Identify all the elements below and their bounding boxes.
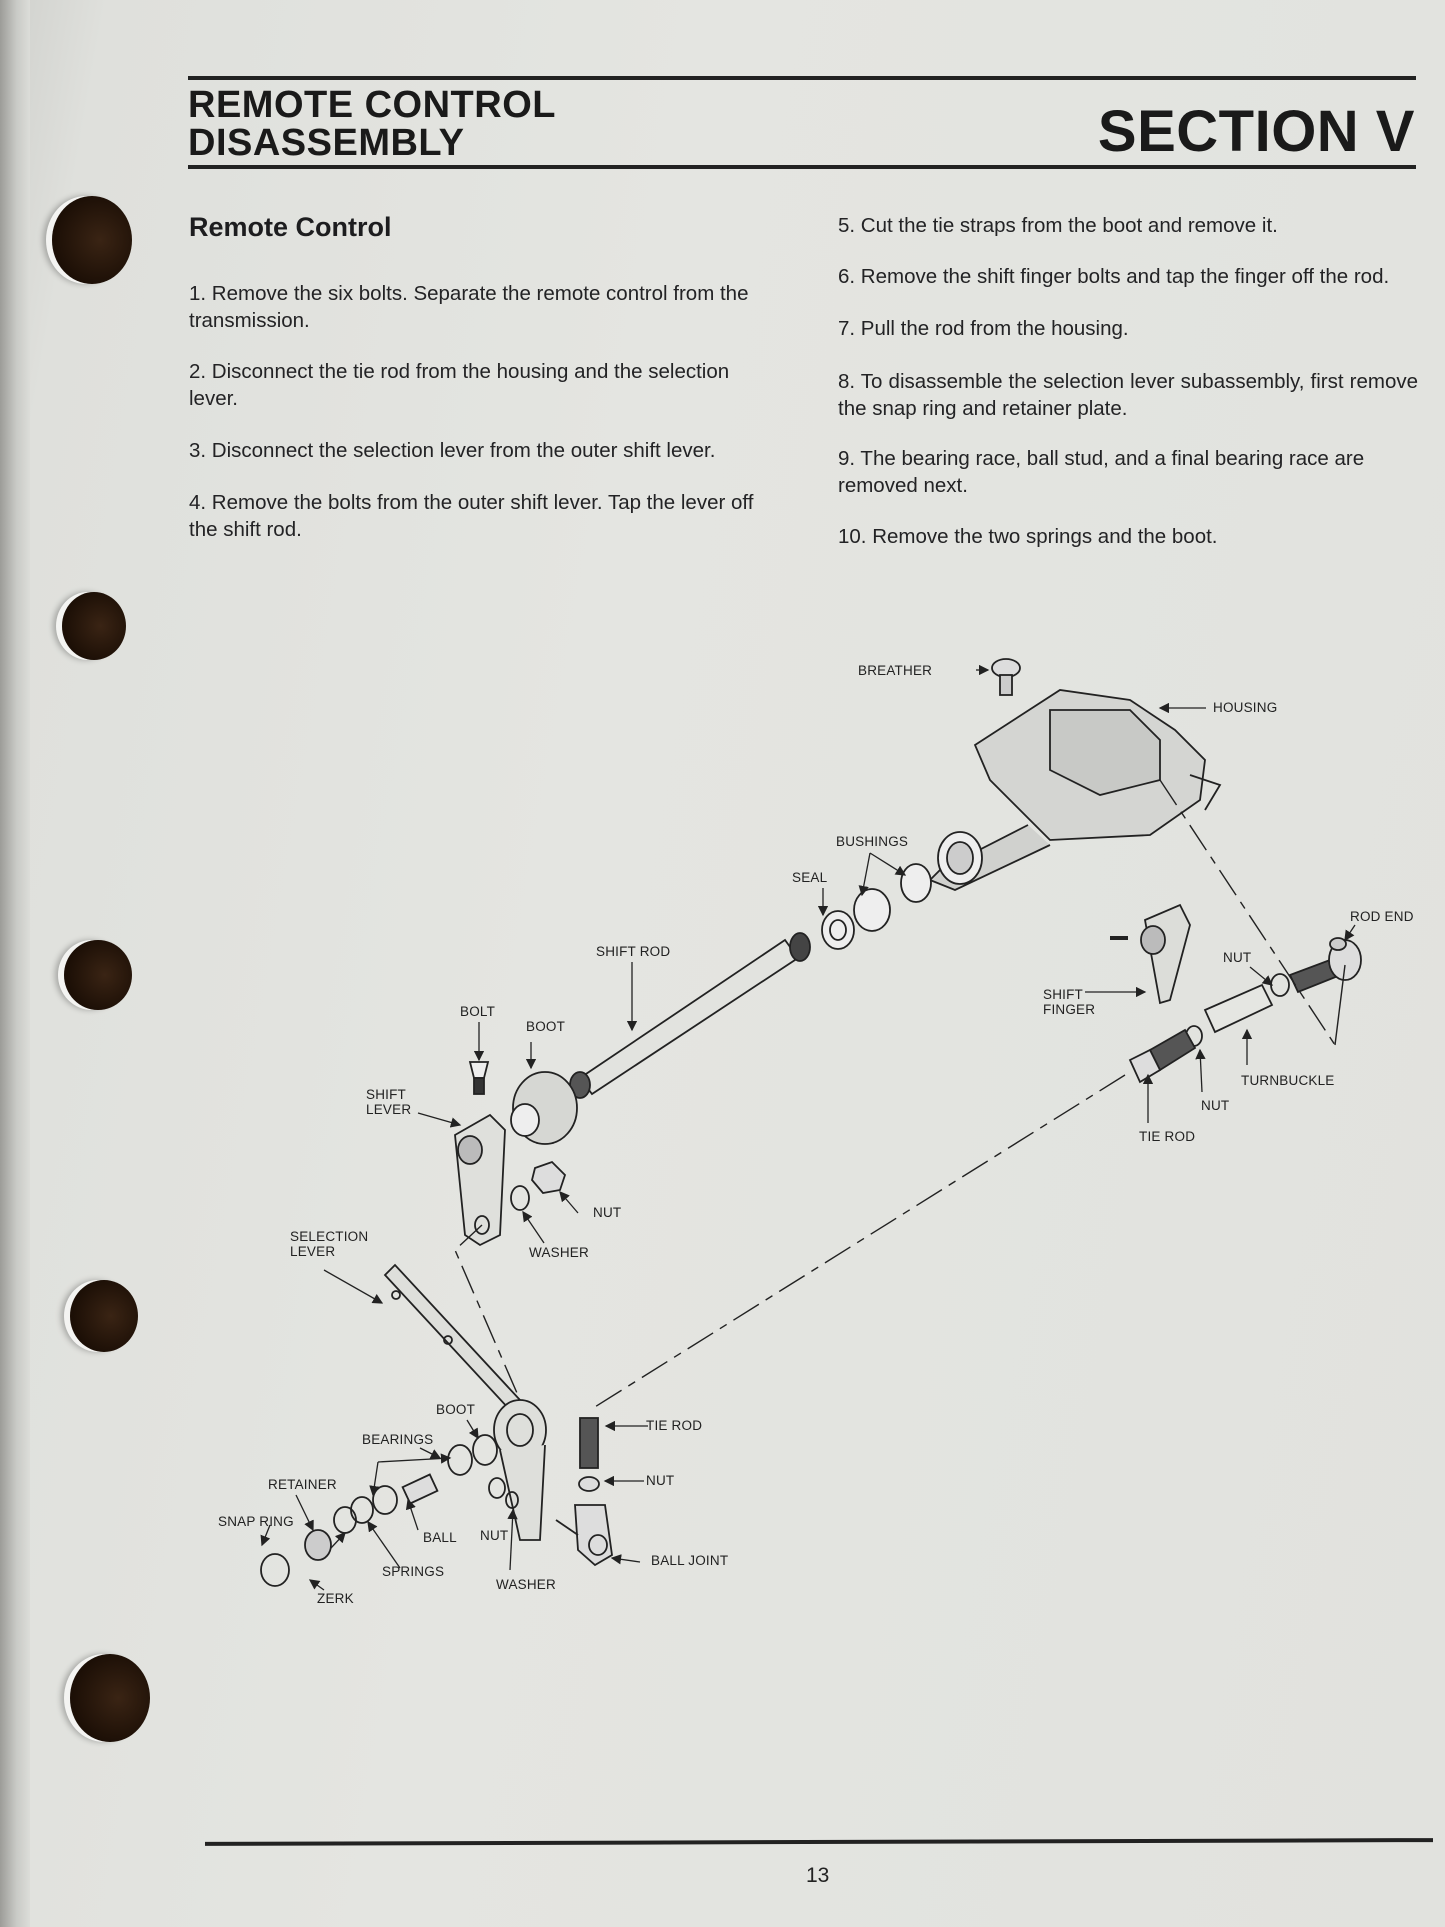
housing-part [928, 689, 1222, 891]
label-shift-finger-1: SHIFT [1043, 987, 1083, 1002]
step-5: 5. Cut the tie straps from the boot and … [838, 214, 1278, 237]
label-selection-lever-2: LEVER [290, 1244, 335, 1259]
label-shift-rod: SHIFT ROD [596, 944, 670, 959]
step-9: 9. The bearing race, ball stud, and a fi… [838, 447, 1365, 497]
header-bottom-rule [188, 165, 1416, 169]
label-washer-mid: WASHER [529, 1245, 589, 1260]
turnbuckle-part [1128, 983, 1274, 1084]
label-springs: SPRINGS [382, 1564, 444, 1579]
shift-lever-part [454, 1113, 506, 1247]
shift-finger-part [1110, 903, 1191, 1005]
section-subheading: Remote Control [189, 212, 392, 242]
step-1: 1. Remove the six bolts. Separate the re… [189, 282, 749, 332]
label-ball-joint: BALL JOINT [651, 1553, 728, 1568]
label-zerk: ZERK [317, 1591, 354, 1606]
step-4: 4. Remove the bolts from the outer shift… [189, 491, 754, 541]
label-nut-mid: NUT [593, 1205, 621, 1220]
label-boot-upper: BOOT [526, 1019, 565, 1034]
page-binding-edge [0, 0, 30, 1927]
washer-mid-part [510, 1185, 530, 1211]
label-nut-ball: NUT [646, 1473, 674, 1488]
leader-lines [260, 664, 1356, 1591]
binder-hole-3 [64, 940, 132, 1010]
step-3: 3. Disconnect the selection lever from t… [189, 439, 716, 462]
page-title: REMOTE CONTROL DISASSEMBLY [188, 84, 556, 164]
boot-upper-part [510, 1071, 578, 1145]
step-7: 7. Pull the rod from the housing. [838, 317, 1129, 340]
step-8: 8. To disassemble the selection lever su… [838, 370, 1418, 420]
label-selection-lever-1: SELECTION [290, 1229, 368, 1244]
shift-rod-part [569, 932, 811, 1099]
label-turnbuckle: TURNBUCKLE [1241, 1073, 1335, 1088]
binder-hole-5 [70, 1654, 150, 1742]
label-boot-lower: BOOT [436, 1402, 475, 1417]
step-2: 2. Disconnect the tie rod from the housi… [189, 360, 730, 410]
selection-lever-part [383, 1263, 547, 1541]
binder-hole-4 [70, 1280, 138, 1352]
label-housing: HOUSING [1213, 700, 1277, 715]
label-shift-finger-2: FINGER [1043, 1002, 1095, 1017]
rod-end-part [1270, 937, 1362, 997]
label-tie-rod-right: TIE ROD [1139, 1129, 1195, 1144]
label-bushings: BUSHINGS [836, 834, 908, 849]
nut-mid-part [531, 1160, 567, 1194]
label-ball: BALL [423, 1530, 457, 1545]
page-number: 13 [806, 1864, 830, 1887]
label-breather: BREATHER [858, 663, 932, 678]
step-6: 6. Remove the shift finger bolts and tap… [838, 265, 1390, 288]
label-washer-lower: WASHER [496, 1577, 556, 1592]
label-shift-lever-1: SHIFT [366, 1087, 406, 1102]
assembly-relation-lines [454, 779, 1336, 1411]
step-10: 10. Remove the two springs and the boot. [838, 525, 1218, 548]
bolt-part [468, 1061, 490, 1095]
label-shift-lever-2: LEVER [366, 1102, 411, 1117]
binder-hole-1 [52, 196, 132, 284]
label-nut-right: NUT [1201, 1098, 1229, 1113]
header-top-rule [188, 76, 1416, 80]
lower-subassembly-parts [260, 1434, 519, 1587]
section-label: SECTION V [1097, 99, 1415, 164]
label-bolt: BOLT [460, 1004, 495, 1019]
bushings-part [821, 863, 932, 950]
breather-part [991, 658, 1021, 696]
label-bearings: BEARINGS [362, 1432, 433, 1447]
label-rod-end: ROD END [1350, 909, 1414, 924]
label-snap-ring: SNAP RING [218, 1514, 294, 1529]
label-nut-lower: NUT [480, 1528, 508, 1543]
label-seal: SEAL [792, 870, 828, 885]
label-tie-rod-lower: TIE ROD [646, 1418, 702, 1433]
binder-hole-2 [62, 592, 126, 660]
label-retainer: RETAINER [268, 1477, 337, 1492]
label-nut-upper-right: NUT [1223, 950, 1251, 965]
ball-joint-part [555, 1417, 613, 1567]
